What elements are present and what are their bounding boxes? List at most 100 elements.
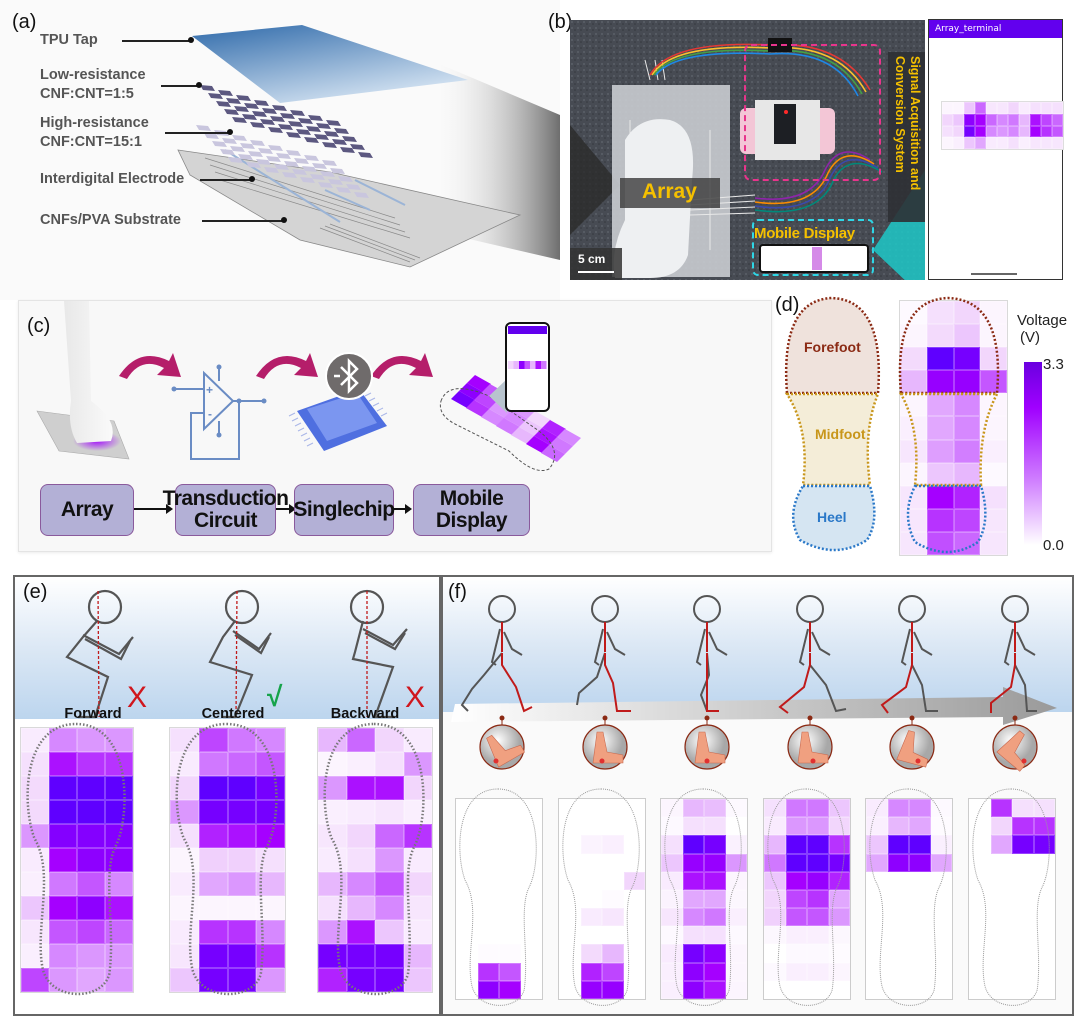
- insole-cell: [459, 383, 483, 400]
- gait-heatmap-cell: [909, 962, 931, 981]
- squat-heatmap-cell: [256, 944, 285, 968]
- gait-backdrop: [443, 577, 1072, 712]
- high-resistance-pad: [276, 153, 291, 159]
- gait-heatmap-cell: [807, 799, 829, 818]
- phone-mini-cell: [535, 361, 541, 369]
- gait-heatmap-cell: [930, 908, 952, 927]
- layer-label-electrode: Interdigital Electrode: [40, 170, 184, 189]
- foot-pressure-heatmap-cell: [953, 485, 981, 509]
- squat-heatmap-cell: [21, 800, 49, 824]
- phone-mini-heatmap: [508, 361, 547, 369]
- terminal-heatmap-cell: [964, 125, 975, 138]
- terminal-heatmap-cell: [986, 125, 997, 138]
- low-resistance-pad: [308, 115, 323, 121]
- gait-heatmap-cell: [499, 980, 521, 999]
- gait-heatmap-cell: [990, 944, 1012, 963]
- low-resistance-pad: [334, 128, 349, 134]
- high-resistance-pad: [204, 133, 219, 139]
- foot-pressure-heatmap-cell: [926, 531, 954, 555]
- app-title: Array_terminal: [935, 24, 1002, 34]
- high-resistance-pad: [354, 192, 369, 198]
- low-resistance-pad: [236, 95, 251, 101]
- insole-cell: [549, 437, 573, 454]
- gait-heatmap-cell: [807, 980, 829, 999]
- gait-heatmap-cell: [704, 980, 726, 999]
- squat-heatmap-cell: [198, 968, 228, 992]
- gait-heatmap-cell: [725, 799, 747, 818]
- terminal-heatmap-cell: [942, 125, 953, 138]
- gait-heatmap-cell: [499, 799, 521, 818]
- gait-heatmap-cell: [990, 980, 1012, 999]
- squat-heatmap-cell: [375, 896, 404, 920]
- squat-heatmap-cell: [77, 776, 105, 800]
- low-resistance-pad: [268, 127, 283, 133]
- gait-heatmap-cell: [559, 853, 581, 872]
- squat-heatmap-cell: [49, 800, 77, 824]
- gait-heatmap-cell: [559, 908, 581, 927]
- gait-heatmap-cell: [887, 835, 909, 854]
- gait-heatmap-cell: [559, 871, 581, 890]
- squat-heatmap-cell: [21, 824, 49, 848]
- squat-heatmap-cell: [346, 824, 375, 848]
- svg-text:-: -: [208, 407, 212, 421]
- gait-heatmap-cell: [969, 835, 991, 854]
- gait-heatmap-cell: [602, 817, 624, 836]
- foot-pressure-heatmap-cell: [953, 301, 981, 325]
- gait-heatmap-cell: [1033, 944, 1055, 963]
- foot-pressure-heatmap-cell: [926, 347, 954, 371]
- gait-heatmap-cell: [785, 926, 807, 945]
- gait-heatmap-cell: [602, 962, 624, 981]
- low-resistance-pad: [232, 117, 247, 123]
- leader-line: [161, 85, 199, 87]
- squat-heatmap-cell: [256, 752, 285, 776]
- gait-heatmap-cell: [580, 962, 602, 981]
- gait-heatmap-cell: [499, 926, 521, 945]
- foot-contact-bubble-3: [684, 724, 730, 770]
- flow-box-singlechip: Singlechip: [293, 484, 395, 536]
- gait-heatmap-cell: [477, 817, 499, 836]
- signal-system-tag-line1: Signal Acquisition and: [908, 56, 922, 191]
- forefoot-region: [784, 296, 880, 395]
- foot-icon: [592, 731, 624, 764]
- home-indicator[interactable]: [971, 273, 1017, 275]
- gait-heatmap-cell: [866, 799, 888, 818]
- terminal-heatmap-cell: [942, 137, 953, 149]
- gait-heatmap-cell: [559, 799, 581, 818]
- gait-heatmap-cell: [559, 962, 581, 981]
- low-resistance-pad: [316, 123, 331, 129]
- gait-heatmap-cell: [990, 889, 1012, 909]
- insole-heatmap-3d: [451, 375, 581, 462]
- flow-box-array: Array: [40, 484, 134, 536]
- terminal-heatmap-cell: [953, 113, 964, 126]
- phone-mini-cell: [519, 361, 525, 369]
- gait-heatmap-cell: [785, 871, 807, 890]
- gait-heatmap-cell: [990, 835, 1012, 854]
- bluetooth-glyph: [334, 357, 359, 395]
- gait-heatmap-5: [865, 798, 953, 1000]
- high-resistance-pad: [318, 182, 333, 188]
- panel-c-signal-flow: (c) + -: [18, 300, 772, 552]
- gait-heatmap-cell: [520, 980, 542, 999]
- heel-region: [792, 484, 876, 552]
- layer-label-low-resistance-line1: Low-resistance: [40, 67, 146, 83]
- colorbar-title-line2: (V): [1020, 329, 1040, 346]
- squat-heatmap-cell: [77, 920, 105, 944]
- foot-pressure-heatmap-cell: [926, 416, 954, 440]
- gait-heatmap-cell: [477, 962, 499, 981]
- array-tag-backdrop: [620, 178, 720, 208]
- squat-heatmap-cell: [77, 752, 105, 776]
- pose-centered: [208, 589, 272, 719]
- insole-cell: [526, 436, 550, 453]
- signal-system-tag: Signal Acquisition and Conversion System: [892, 56, 922, 221]
- high-resistance-pad: [230, 146, 245, 152]
- leader-dot: [249, 176, 255, 182]
- op-amp-terminals: [171, 364, 267, 438]
- high-resistance-pad: [310, 174, 325, 180]
- gait-heatmap-cell: [785, 799, 807, 818]
- gait-heatmap-cell: [520, 944, 542, 963]
- squat-heatmap-cell: [21, 896, 49, 920]
- gait-heatmap-cell: [623, 944, 645, 963]
- flow-arrows: [119, 353, 433, 379]
- low-resistance-pad: [350, 144, 365, 150]
- gait-heatmap-cell: [828, 871, 850, 890]
